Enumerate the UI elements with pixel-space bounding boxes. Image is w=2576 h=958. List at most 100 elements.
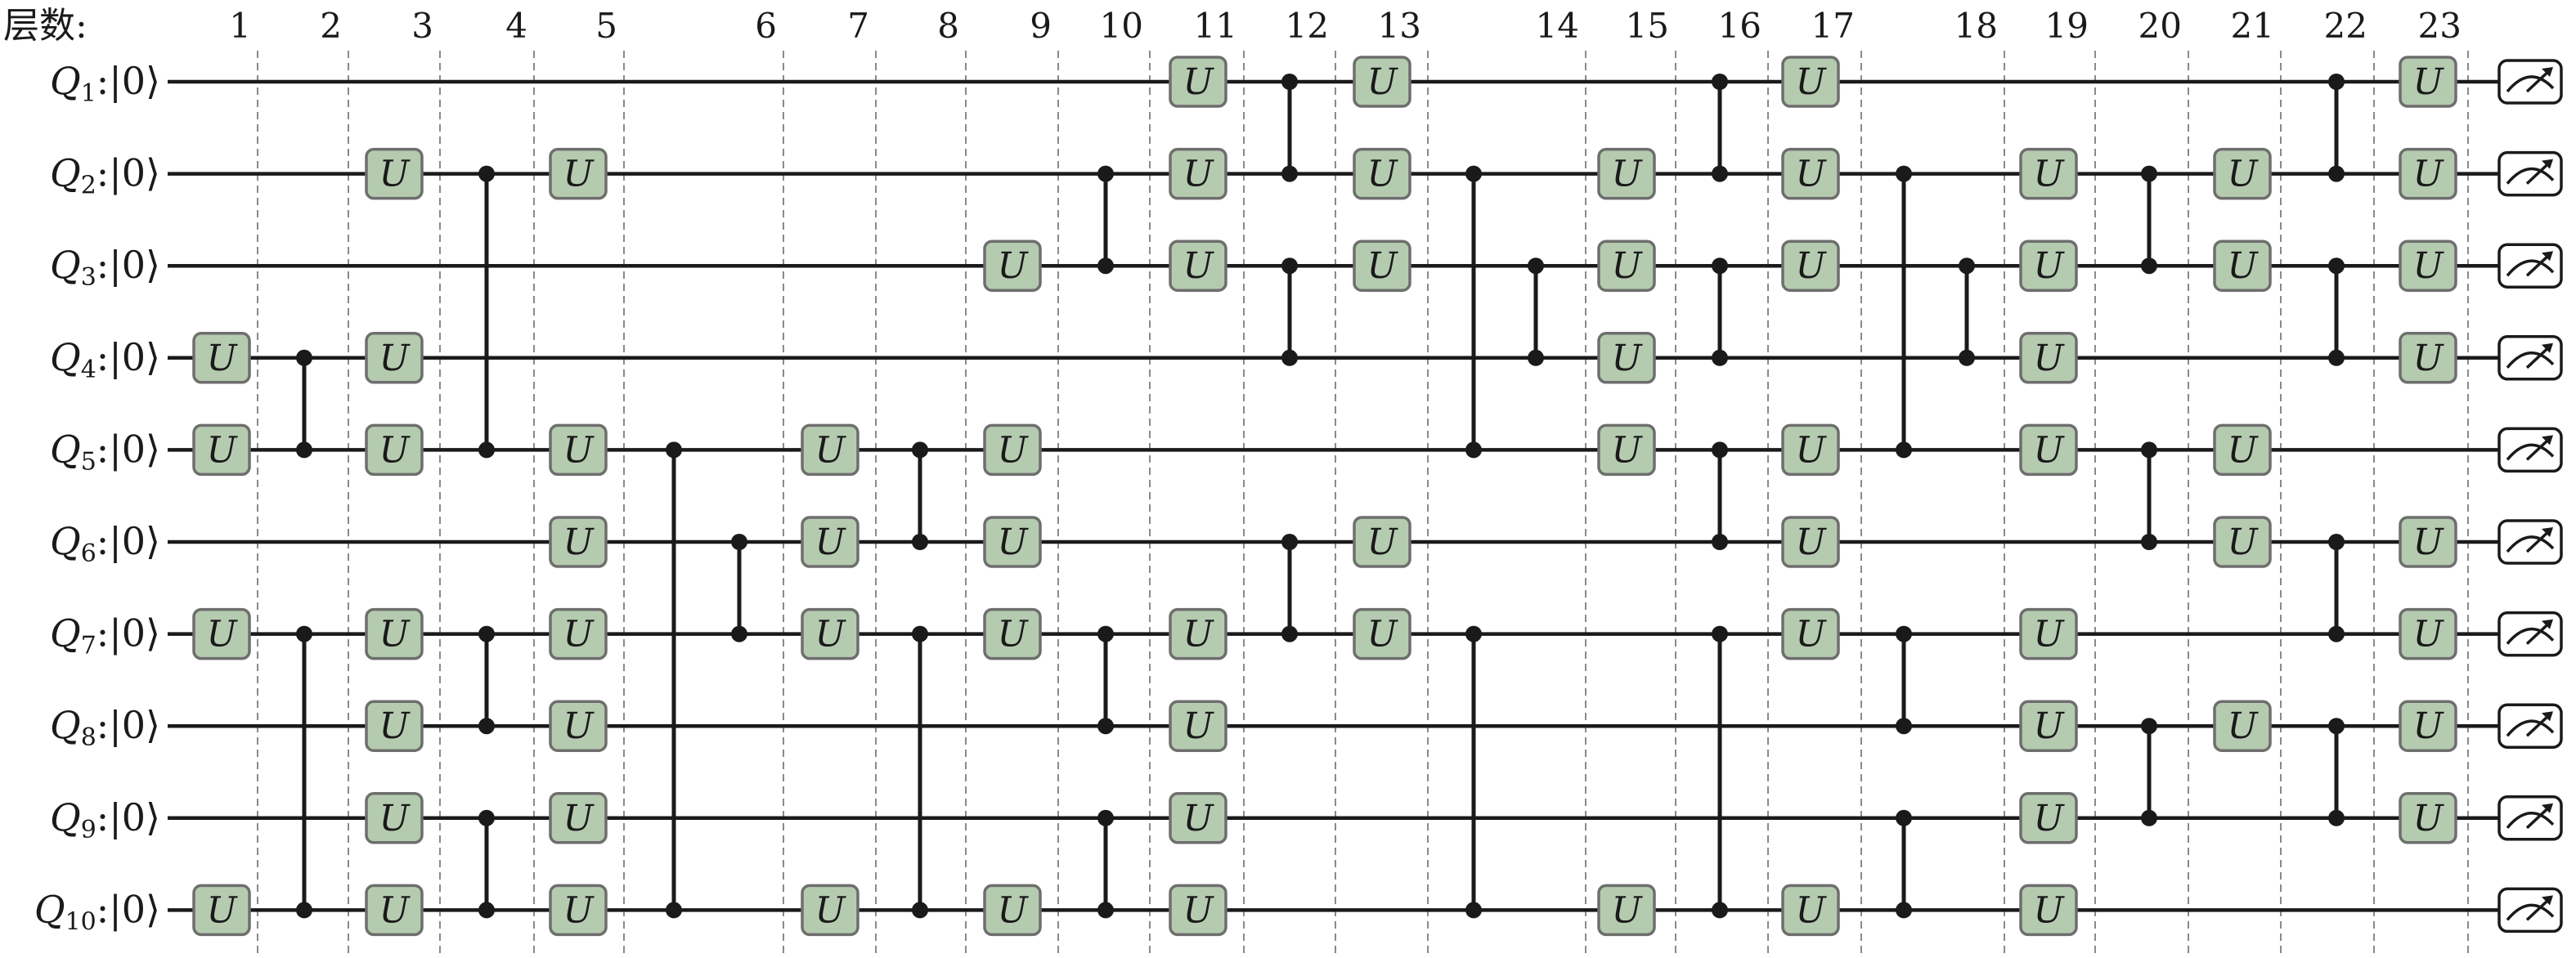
u-gate: U [2213, 239, 2272, 292]
control-dot [1896, 441, 1912, 459]
cz-gate [2328, 718, 2345, 826]
cz-gate [1959, 257, 1975, 366]
control-dot [1712, 257, 1728, 275]
meter-icon [2497, 335, 2563, 381]
u-gate: U [2399, 792, 2457, 844]
layer-number-label: 1 [229, 6, 251, 46]
qubit-initial-state: :|0⟩ [96, 611, 160, 656]
u-gate: U [1169, 884, 1227, 937]
u-gate: U [549, 884, 608, 937]
u-gate: U [2213, 700, 2272, 752]
control-dot [296, 902, 312, 919]
gate-symbol: U [379, 338, 411, 379]
control-dot [296, 625, 312, 642]
gate-symbol: U [2033, 705, 2065, 747]
gate-symbol: U [1183, 798, 1214, 839]
control-dot [1281, 257, 1298, 275]
gate-symbol: U [1367, 522, 1398, 563]
qubit-initial-state: :|0⟩ [96, 795, 160, 839]
u-gate: U [365, 792, 424, 844]
cz-gate [2141, 165, 2157, 275]
u-gate: U [801, 423, 859, 477]
control-dot [1712, 902, 1728, 919]
gate-symbol: U [1183, 614, 1214, 656]
gate-symbol: U [2412, 61, 2444, 103]
gate-symbol: U [1795, 61, 1827, 103]
control-dot [1465, 441, 1482, 459]
gate-symbol: U [815, 522, 846, 563]
gate-symbol: U [563, 429, 595, 471]
gate-symbol: U [815, 429, 846, 471]
control-dot [2141, 257, 2157, 275]
u-gate: U [1597, 423, 1656, 477]
u-gate: U [983, 423, 1042, 477]
control-dot [1281, 534, 1298, 550]
gate-symbol: U [2412, 245, 2444, 287]
control-dot [296, 349, 312, 366]
layer-number-label: 10 [1100, 6, 1143, 46]
control-dot [1097, 902, 1114, 919]
cz-gate [1465, 165, 1482, 459]
u-gate: U [2019, 147, 2078, 200]
u-gate: U [1781, 884, 1840, 937]
qubit-index: 5 [81, 447, 96, 476]
u-gate: U [983, 884, 1042, 937]
control-dot [1712, 74, 1728, 90]
gate-symbol: U [997, 614, 1029, 656]
meter-icon [2497, 150, 2563, 197]
control-dot [2328, 809, 2345, 826]
u-gate: U [2213, 147, 2272, 200]
u-gate: U [983, 239, 1042, 292]
cz-gate [1712, 441, 1728, 550]
u-gate: U [2399, 56, 2457, 108]
qubit-initial-state: :|0⟩ [96, 59, 160, 103]
layer-number-label: 23 [2418, 6, 2462, 46]
gate-symbol: U [206, 889, 238, 931]
layer-number-label: 2 [320, 6, 342, 46]
qubit-initial-state: :|0⟩ [96, 519, 160, 563]
control-dot [666, 902, 682, 919]
cz-gate [1465, 625, 1482, 919]
gate-symbol: U [1183, 705, 1214, 747]
gate-symbol: U [2033, 798, 2065, 839]
qubit-index: 9 [81, 816, 96, 844]
gate-symbol: U [2412, 614, 2444, 656]
control-dot [1281, 165, 1298, 182]
cz-gate [1896, 165, 1912, 459]
control-dot [2328, 625, 2345, 642]
meter-icon [2497, 243, 2563, 289]
meter-icon [2497, 795, 2563, 841]
qubit-index: 4 [81, 356, 96, 384]
cz-gate [2328, 534, 2345, 642]
gate-symbol: U [1795, 245, 1827, 287]
layer-number-label: 15 [1626, 6, 1669, 46]
control-dot [1465, 625, 1482, 642]
u-gate: U [549, 147, 608, 200]
gate-symbol: U [1795, 154, 1827, 195]
cz-gate [666, 441, 682, 919]
layer-number-label: 13 [1378, 6, 1421, 46]
u-gate: U [2019, 607, 2078, 660]
control-dot [1528, 257, 1544, 275]
gate-symbol: U [2033, 429, 2065, 471]
control-dot [1959, 349, 1975, 366]
qubit-name: Q [50, 243, 81, 287]
qubit-initial-state: :|0⟩ [96, 335, 160, 379]
cz-gate [912, 441, 928, 550]
u-gate: U [192, 884, 251, 937]
cz-gate [1097, 165, 1114, 275]
qubit-name: Q [50, 795, 81, 839]
cz-gate [1712, 257, 1728, 366]
control-dot [1896, 718, 1912, 735]
control-dot [2328, 534, 2345, 550]
qubit-name: Q [50, 703, 81, 747]
control-dot [1097, 165, 1114, 182]
gate-symbol: U [206, 614, 238, 656]
control-dot [1281, 625, 1298, 642]
layer-number-label: 12 [1286, 6, 1329, 46]
meter-icon [2497, 611, 2563, 657]
u-gate: U [2019, 792, 2078, 844]
qubit-name: Q [50, 427, 81, 471]
cz-gate [478, 165, 495, 459]
